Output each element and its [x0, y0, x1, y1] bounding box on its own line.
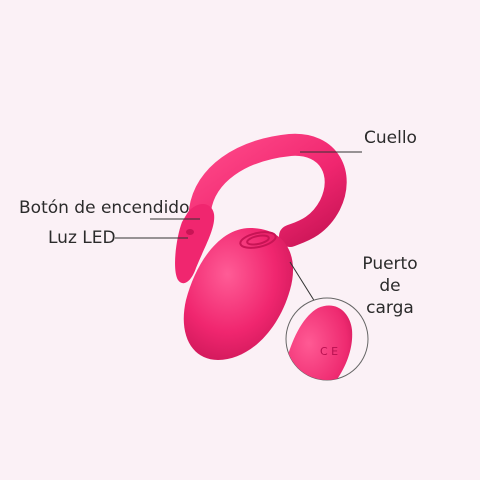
led-light-dot [186, 229, 194, 235]
label-led-light: Luz LED [48, 228, 116, 248]
power-button-icon [239, 231, 277, 249]
device-neck [189, 133, 347, 247]
device-head [175, 203, 215, 284]
device-body [183, 228, 294, 360]
inset-ce-marking: C E [320, 345, 338, 358]
charging-port-inset: C E [285, 297, 369, 381]
label-charging-port-line2: de [379, 276, 401, 296]
label-charging-port-line3: carga [366, 298, 414, 318]
label-charging-port: Puerto de carga [358, 253, 422, 319]
label-neck: Cuello [364, 128, 417, 148]
label-power-button: Botón de encendido [19, 198, 190, 218]
label-charging-port-line1: Puerto [362, 254, 418, 274]
